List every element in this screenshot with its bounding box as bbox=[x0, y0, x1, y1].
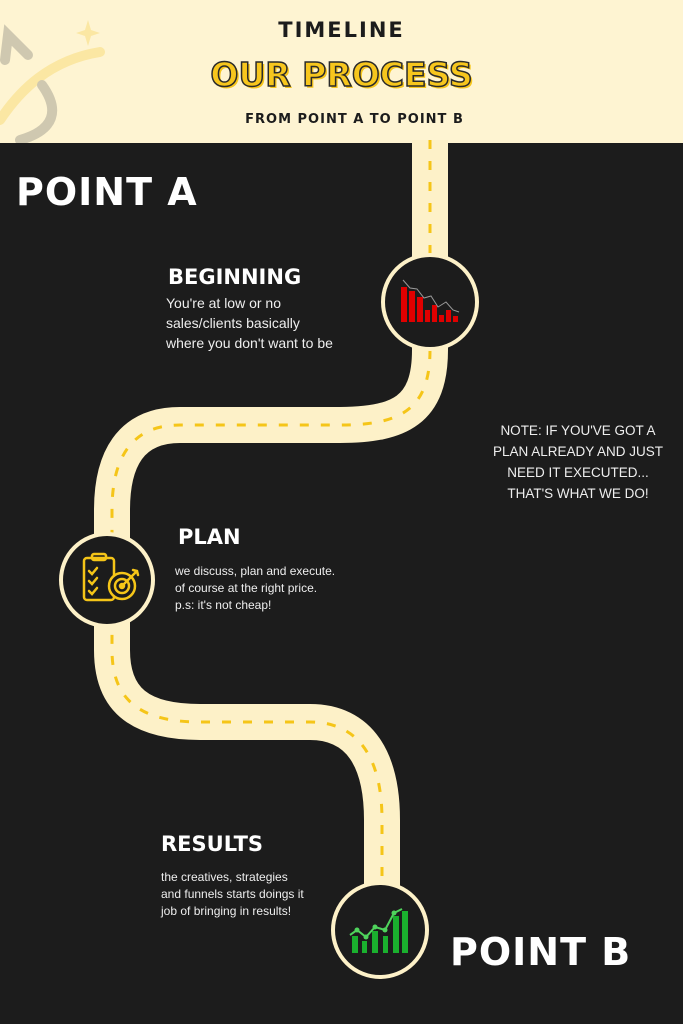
desc-line: where you don't want to be bbox=[166, 335, 333, 351]
step-desc-results: the creatives, strategies and funnels st… bbox=[161, 869, 304, 920]
desc-line: and funnels starts doings it bbox=[161, 887, 304, 901]
desc-line: You're at low or no bbox=[166, 295, 282, 311]
step-desc-plan: we discuss, plan and execute. of course … bbox=[175, 563, 335, 614]
note-line: PLAN ALREADY AND JUST bbox=[492, 444, 664, 459]
desc-line: of course at the right price. bbox=[175, 581, 318, 595]
decorative-swirl-icon bbox=[0, 20, 105, 143]
growth-chart-icon bbox=[331, 881, 429, 979]
note-line: THAT'S WHAT WE DO! bbox=[507, 486, 649, 501]
subtitle: FROM POINT A TO POINT B bbox=[245, 112, 464, 127]
step-title-plan: PLAN bbox=[178, 525, 241, 549]
desc-line: p.s: it's not cheap! bbox=[175, 598, 272, 612]
point-a-label: POINT A bbox=[16, 170, 198, 214]
point-b-label: POINT B bbox=[450, 930, 632, 974]
step-title-results: RESULTS bbox=[161, 832, 264, 856]
desc-line: job of bringing in results! bbox=[161, 904, 292, 918]
note-line: NOTE: IF YOU'VE GOT A bbox=[500, 423, 656, 438]
note-text: NOTE: IF YOU'VE GOT A PLAN ALREADY AND J… bbox=[478, 420, 678, 504]
header-banner: TIMELINE OUR PROCESS FROM POINT A TO POI… bbox=[0, 0, 683, 143]
desc-line: sales/clients basically bbox=[166, 315, 300, 331]
note-line: NEED IT EXECUTED... bbox=[507, 465, 649, 480]
page-title: OUR PROCESS bbox=[210, 54, 474, 95]
clipboard-target-icon bbox=[59, 532, 155, 628]
desc-line: we discuss, plan and execute. bbox=[175, 564, 336, 578]
step-title-beginning: BEGINNING bbox=[168, 265, 302, 289]
kicker: TIMELINE bbox=[278, 18, 405, 42]
desc-line: the creatives, strategies bbox=[161, 870, 288, 884]
step-desc-beginning: You're at low or no sales/clients basica… bbox=[166, 293, 333, 353]
declining-chart-icon bbox=[381, 253, 479, 351]
